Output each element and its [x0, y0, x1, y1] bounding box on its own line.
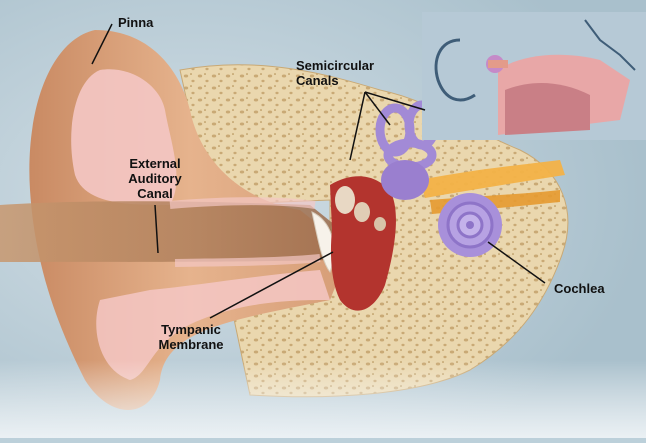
ossicle-stapes [374, 217, 386, 231]
label-tympanic-line2: Membrane [158, 337, 224, 352]
auditory-nerve [420, 160, 565, 198]
label-tympanic-line1: Tympanic [161, 322, 221, 337]
canal-lining-bottom [174, 254, 321, 267]
pinna-cartilage [71, 69, 177, 205]
canal-lining-top [169, 197, 316, 209]
cochlea-shape [438, 193, 502, 257]
label-cochlea: Cochlea [554, 281, 605, 296]
label-semicircular-line1: Semicircular [296, 58, 375, 73]
vestibule [381, 160, 429, 200]
label-semicircular-canals: Semicircular Canals [296, 58, 374, 88]
ossicle-incus [354, 202, 370, 222]
label-pinna: Pinna [118, 15, 154, 30]
label-tympanic-membrane: Tympanic Membrane [136, 322, 246, 352]
ossicle-malleus [335, 186, 355, 214]
label-external-line1: External [129, 156, 181, 171]
label-external-line3: Canal [137, 186, 173, 201]
lower-cartilage [96, 270, 330, 380]
label-external-line2: Auditory [128, 171, 182, 186]
inset-head [422, 12, 646, 140]
tympanic-membrane-shape [311, 211, 335, 274]
leader-lines [91, 23, 546, 319]
label-external-auditory-canal: External Auditory Canal [122, 156, 188, 201]
auditory-canal [0, 201, 335, 262]
label-semicircular-line2: Canals [296, 73, 339, 88]
bottom-fade [0, 360, 646, 438]
